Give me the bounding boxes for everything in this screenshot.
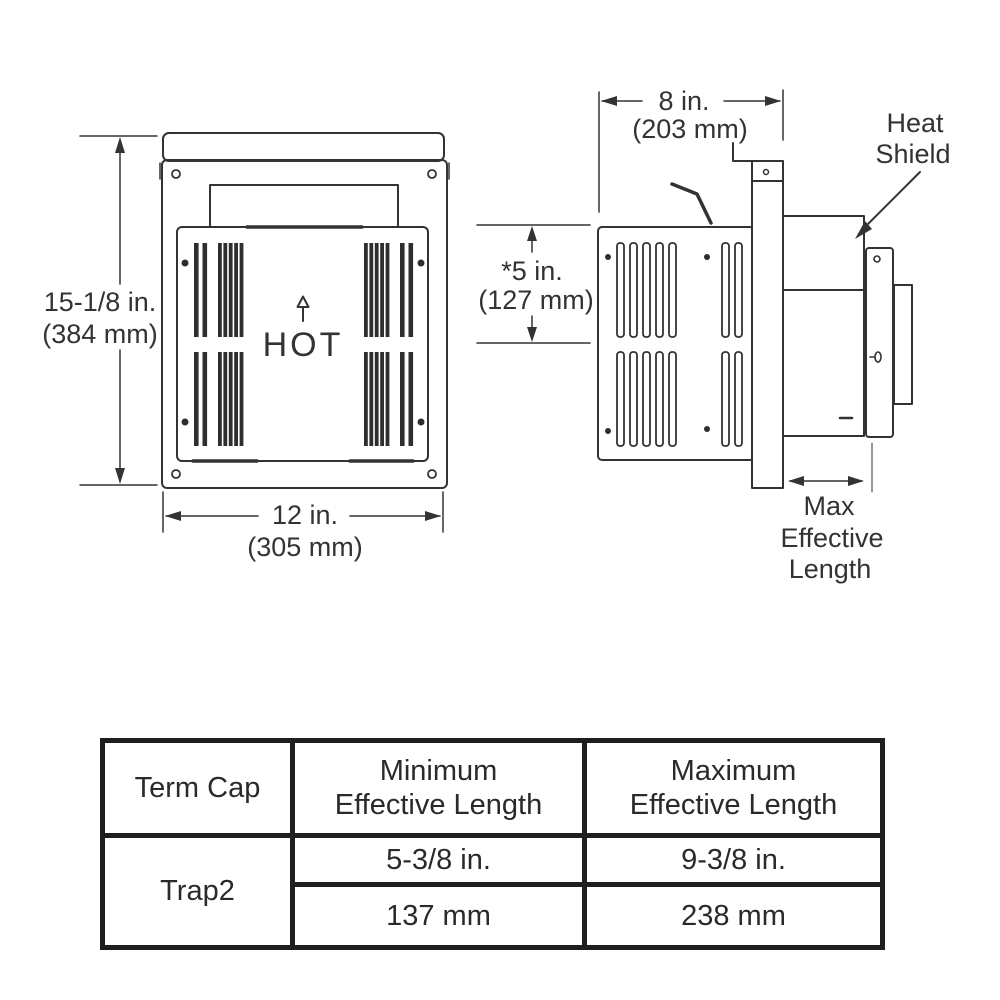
front-width-dimension: 12 in. (305 mm) bbox=[162, 491, 444, 562]
max-effective-label-line2: Effective bbox=[780, 523, 883, 553]
pipe-collar bbox=[893, 284, 913, 405]
table-header-minimum: Minimum Effective Length bbox=[295, 743, 582, 833]
term-cap-header-text: Term Cap bbox=[134, 771, 261, 804]
side-louvers bbox=[616, 242, 743, 447]
front-height-in: 15-1/8 in. bbox=[44, 287, 157, 317]
heat-shield-label-line1: Heat bbox=[886, 108, 944, 138]
table-cell-max-in: 9-3/8 in. bbox=[587, 838, 880, 882]
front-width-mm: (305 mm) bbox=[247, 532, 363, 562]
front-width-in: 12 in. bbox=[272, 500, 338, 530]
frame-screw-icons bbox=[171, 169, 437, 479]
front-height-dimension: 15-1/8 in. (384 mm) bbox=[42, 135, 158, 486]
flange-screw-icon bbox=[873, 255, 881, 263]
side-depth-in: 8 in. bbox=[658, 86, 709, 116]
heat-shield-callout: Heat Shield bbox=[855, 108, 951, 239]
side-vertical-mm: (127 mm) bbox=[478, 285, 594, 315]
table-cell-min-in: 5-3/8 in. bbox=[295, 838, 582, 882]
pipe-body bbox=[782, 215, 865, 437]
table-header-term-cap: Term Cap bbox=[105, 743, 290, 833]
front-view: HOT bbox=[159, 132, 450, 489]
table-cell-max-mm: 238 mm bbox=[587, 887, 880, 945]
dimension-diagram: HOT 15-1/8 in. (384 mm) 12 in. (305 mm) bbox=[42, 86, 951, 584]
panel-screw-icons bbox=[181, 259, 425, 426]
hot-label: HOT bbox=[263, 326, 344, 364]
max-effective-length-dimension: Max Effective Length bbox=[780, 442, 884, 584]
side-view bbox=[597, 142, 913, 489]
side-flashing-line bbox=[670, 182, 713, 225]
wall-plate bbox=[751, 160, 784, 489]
heat-shield-label-line2: Shield bbox=[875, 139, 950, 169]
front-duct-opening bbox=[209, 184, 399, 228]
flange-keyhole-icon bbox=[869, 351, 882, 363]
side-vertical-in: *5 in. bbox=[501, 256, 563, 286]
table-row-label-trap2: Trap2 bbox=[105, 838, 290, 945]
front-height-mm: (384 mm) bbox=[42, 319, 158, 349]
front-top-cap bbox=[162, 132, 445, 162]
max-effective-label-line1: Max bbox=[803, 491, 855, 521]
front-outer-frame bbox=[161, 159, 448, 489]
side-depth-mm: (203 mm) bbox=[632, 114, 748, 144]
pipe-flange bbox=[865, 247, 894, 438]
wall-plate-bracket bbox=[732, 142, 784, 182]
effective-length-table: Term Cap Minimum Effective Length Maximu… bbox=[100, 738, 885, 950]
table-header-maximum: Maximum Effective Length bbox=[587, 743, 880, 833]
hot-up-arrow-icon bbox=[296, 295, 310, 322]
side-vertical-dimension: *5 in. (127 mm) bbox=[476, 224, 594, 344]
table-cell-min-mm: 137 mm bbox=[295, 887, 582, 945]
max-effective-label-line3: Length bbox=[789, 554, 872, 584]
side-depth-dimension: 8 in. (203 mm) bbox=[598, 86, 784, 213]
